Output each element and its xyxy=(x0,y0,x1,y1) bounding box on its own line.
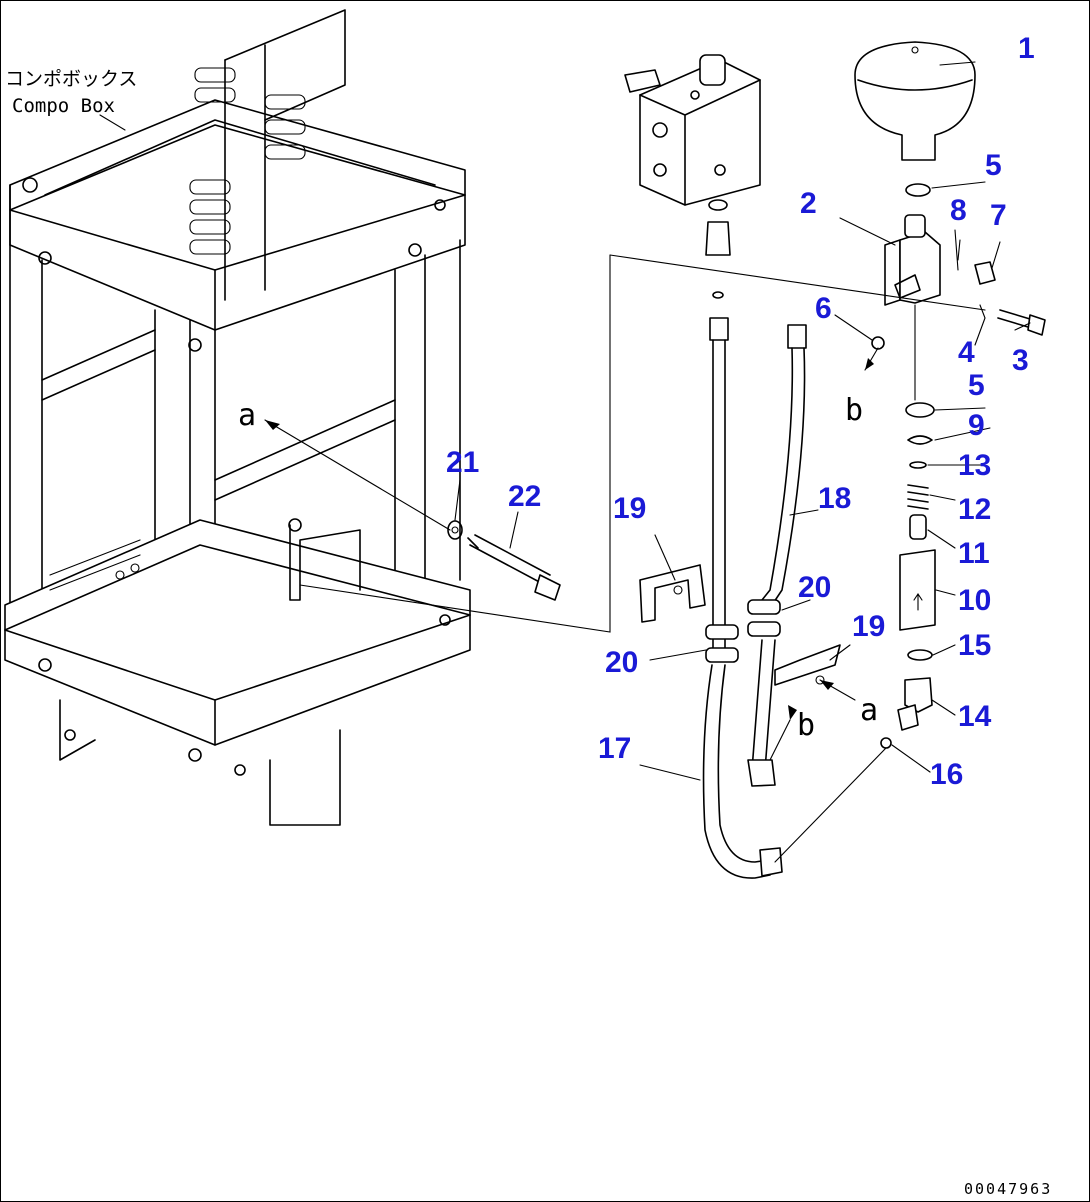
elbow-14 xyxy=(897,677,933,731)
clip-19-left xyxy=(639,564,706,623)
callout-5-upper: 5 xyxy=(985,149,1002,182)
compo-box-label-en: Compo Box xyxy=(12,95,115,117)
bolt-3 xyxy=(997,309,1046,336)
callout-1: 1 xyxy=(1018,32,1035,65)
callout-11: 11 xyxy=(958,537,990,570)
pin-8 xyxy=(954,229,959,271)
callout-7: 7 xyxy=(990,199,1007,232)
drawing-code: 00047963 xyxy=(964,1180,1052,1198)
accumulator-1 xyxy=(854,41,976,161)
callout-15: 15 xyxy=(958,629,991,662)
block-2 xyxy=(884,214,941,306)
callout-19-left: 19 xyxy=(613,492,646,525)
leader-lines xyxy=(264,61,1031,863)
ball-16 xyxy=(880,737,892,749)
compo-box-frame xyxy=(4,9,471,826)
callout-16: 16 xyxy=(930,758,963,791)
view-marker-b-upper: b xyxy=(845,393,863,428)
washer-21 xyxy=(447,520,463,540)
callout-4: 4 xyxy=(958,336,975,369)
callout-3: 3 xyxy=(1012,344,1029,377)
bolt-7 xyxy=(974,261,996,285)
callout-20-right: 20 xyxy=(798,571,831,604)
callout-18: 18 xyxy=(818,482,851,515)
callout-9: 9 xyxy=(968,409,985,442)
callout-20-left: 20 xyxy=(605,646,638,679)
clip-19-right xyxy=(774,644,841,686)
view-marker-a-left: a xyxy=(238,398,256,433)
valve-block xyxy=(624,54,761,299)
hose-18 xyxy=(747,324,807,787)
view-marker-a-right: a xyxy=(860,693,878,728)
compo-box-label-jp: コンポボックス xyxy=(5,68,137,90)
grommet-20-right xyxy=(747,599,781,637)
callout-12: 12 xyxy=(958,493,991,526)
valve-body-10 xyxy=(899,549,936,631)
callout-8: 8 xyxy=(950,194,967,227)
snap-ring-9 xyxy=(907,435,933,445)
callout-19-right: 19 xyxy=(852,610,885,643)
o-ring-5-lower xyxy=(905,402,935,418)
callout-14: 14 xyxy=(958,700,992,733)
callout-2: 2 xyxy=(800,187,817,220)
callout-10: 10 xyxy=(958,584,991,617)
poppet-11 xyxy=(909,514,927,540)
callout-6: 6 xyxy=(815,292,832,325)
view-marker-b-lower: b xyxy=(797,708,815,743)
bolt-22 xyxy=(467,534,561,601)
callout-22: 22 xyxy=(508,480,541,513)
compo-box-leader xyxy=(99,114,126,131)
o-ring-5-upper xyxy=(905,183,931,197)
callout-5-lower: 5 xyxy=(968,369,985,402)
ball-6 xyxy=(871,336,885,350)
callout-21: 21 xyxy=(446,446,479,479)
callout-17: 17 xyxy=(598,732,631,765)
ring-13 xyxy=(909,461,927,469)
o-ring-15 xyxy=(907,649,933,661)
leader-a-block xyxy=(609,254,986,311)
hose-17 xyxy=(702,317,783,879)
callout-13: 13 xyxy=(958,449,991,482)
washer-4 xyxy=(979,304,986,319)
spring-12 xyxy=(907,484,929,510)
grommet-20-left xyxy=(705,624,739,663)
